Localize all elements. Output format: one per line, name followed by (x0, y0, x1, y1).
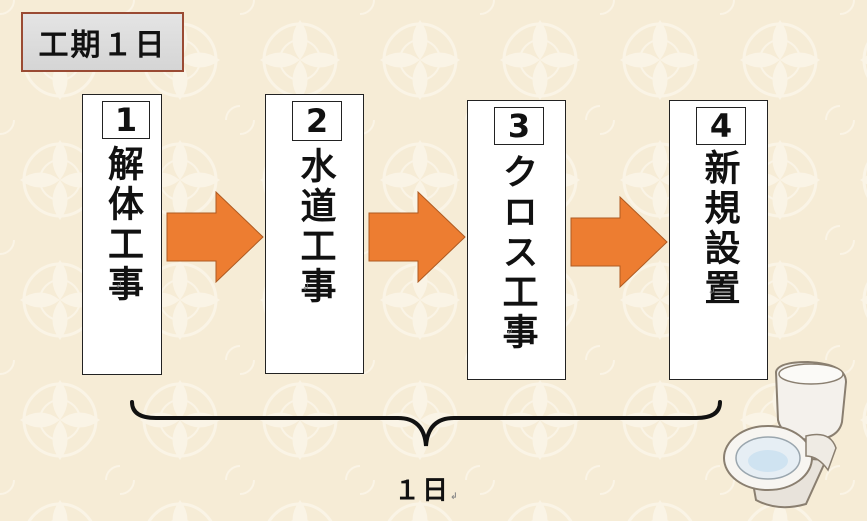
step-3-label: クロス工事 (496, 153, 538, 353)
paragraph-mark: ↲ (506, 327, 514, 337)
step-1-number: 1 (102, 101, 150, 139)
step-4-label: 新規設置 (698, 149, 740, 309)
paragraph-mark: ↲ (450, 492, 460, 502)
arrow-right-icon (368, 191, 466, 283)
title-box: 工期１日 (21, 12, 184, 72)
paragraph-mark: ↲ (115, 281, 123, 291)
step-3-number: 3 (494, 107, 544, 145)
duration-label: １日↲ (394, 470, 460, 507)
curly-brace-icon (130, 400, 722, 447)
step-1-box: 1 解体工事 ↲ (82, 94, 162, 375)
step-3-box: 3 クロス工事 ↲ (467, 100, 566, 380)
step-1-label: 解体工事 (102, 145, 143, 305)
step-2-number: 2 (292, 101, 342, 141)
step-4-number: 4 (696, 107, 746, 145)
toilet-illustration-icon (723, 360, 848, 509)
arrow-right-icon (166, 191, 264, 283)
arrow-right-icon (570, 196, 668, 288)
paragraph-mark: ↲ (302, 283, 310, 293)
step-4-box: 4 新規設置 ↲ (669, 100, 768, 380)
duration-text: １日 (394, 476, 451, 506)
paragraph-mark: ↲ (708, 287, 716, 297)
step-2-box: 2 水道工事 ↲ (265, 94, 364, 374)
title-text: 工期１日 (38, 28, 167, 63)
step-2-label: 水道工事 (294, 147, 336, 307)
